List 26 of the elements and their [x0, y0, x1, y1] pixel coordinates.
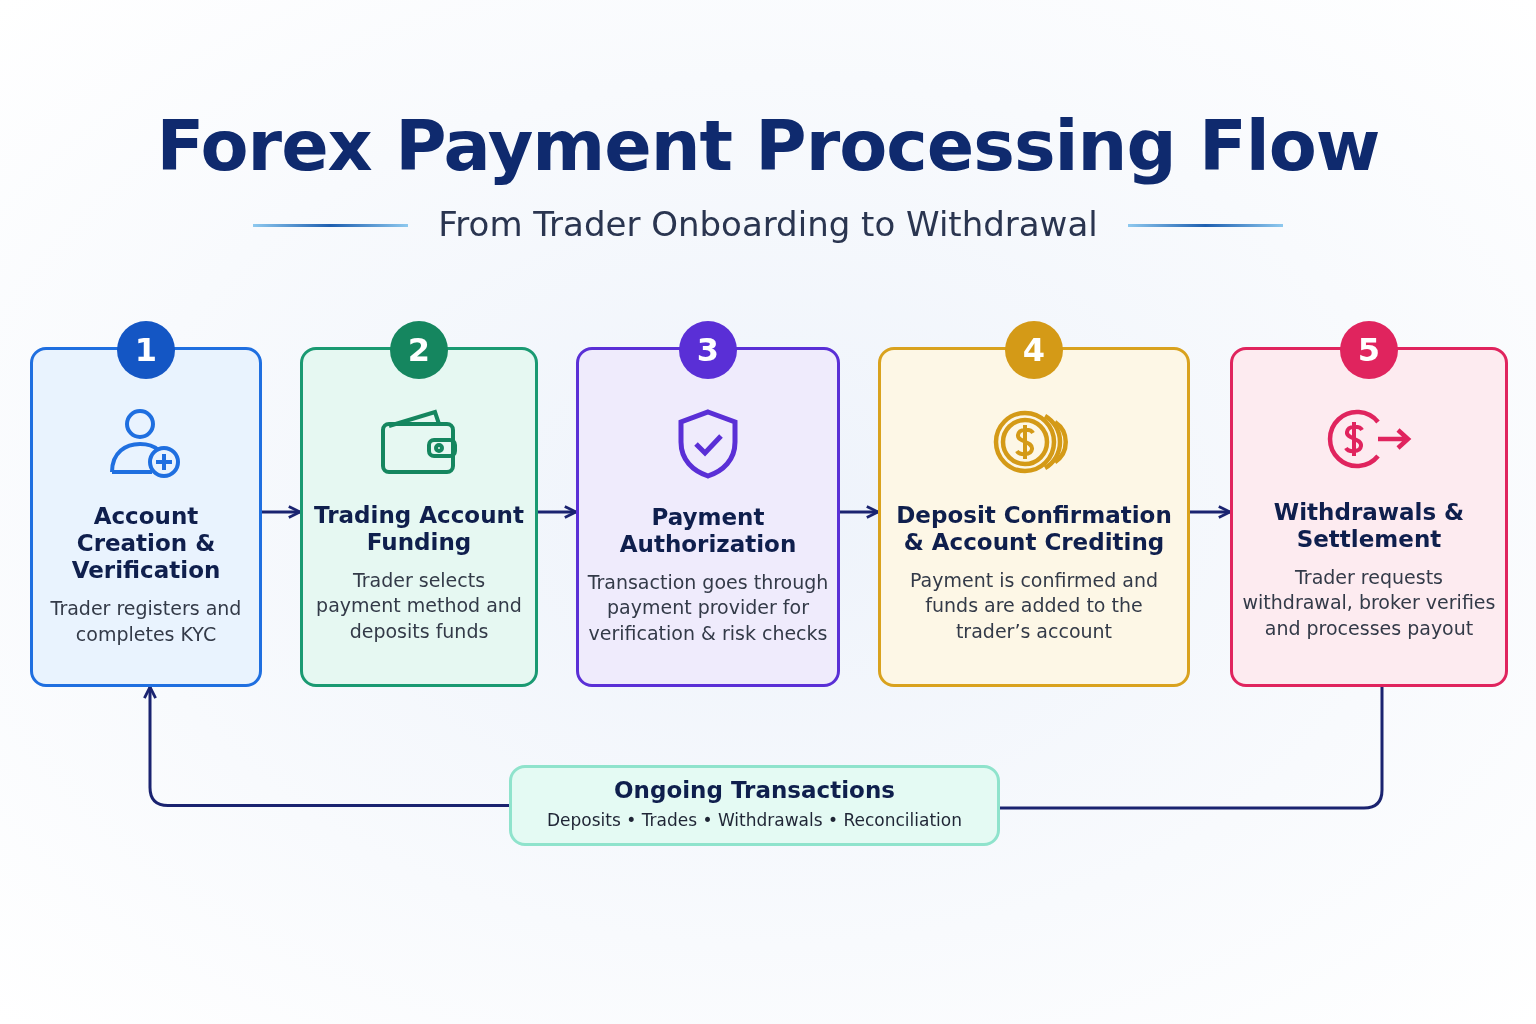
box-description: Deposits • Trades • Withdrawals • Reconciliation [547, 809, 962, 833]
arrow [1190, 505, 1232, 519]
summary-box [509, 765, 1000, 846]
arrow [143, 685, 509, 807]
step-number: 1 [117, 321, 175, 379]
step-title: Deposit Confirmation & Account Crediting [895, 501, 1173, 556]
connector-line [1000, 687, 1384, 810]
arrow [538, 505, 578, 519]
arrow [840, 505, 880, 519]
step-description: Transaction goes through payment provider for verification & risk checks [586, 569, 830, 646]
step-description: Trader requests withdrawal, broker verifies and processes payout [1241, 564, 1497, 641]
step-description: Payment is confirmed and funds are added to the trader’s account [908, 567, 1159, 644]
step-number: 3 [679, 321, 737, 379]
step-description: Trader selects payment method and deposits funds [315, 567, 523, 644]
title: Forex Payment Processing Flow [155, 105, 1381, 187]
step-title: Payment Authorization [618, 503, 798, 558]
step-title: Trading Account Funding [313, 501, 525, 556]
step-title: Account Creation & Verification [70, 503, 222, 584]
step-number: 2 [390, 321, 448, 379]
arrow [262, 505, 302, 519]
step-title: Withdrawals & Settlement [1272, 498, 1466, 553]
subtitle: From Trader Onboarding to Withdrawal [437, 204, 1099, 244]
step-number: 4 [1005, 321, 1063, 379]
step-description: Trader registers and completes KYC [49, 596, 243, 647]
step-number: 5 [1340, 321, 1398, 379]
box-title: Ongoing Transactions [614, 777, 895, 805]
